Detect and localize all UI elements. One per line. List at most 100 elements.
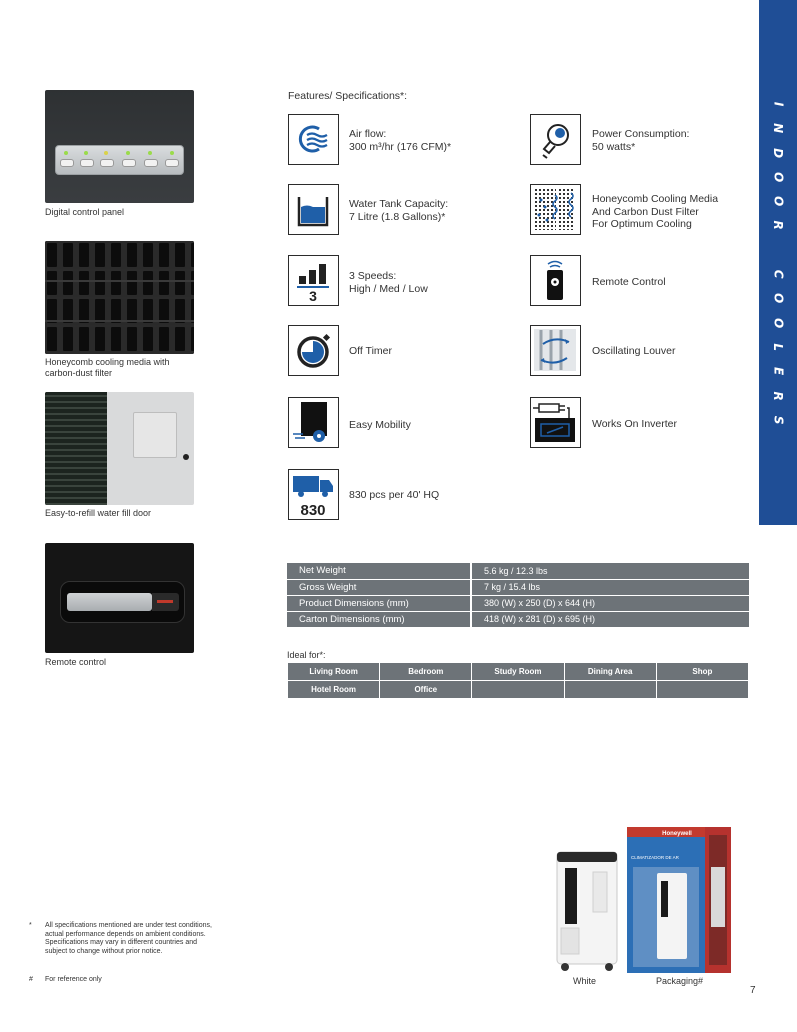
photo-caption: Easy-to-refill water fill door — [45, 508, 152, 518]
ideal-cell: Hotel Room — [286, 680, 381, 699]
spec-value: 7 kg / 15.4 lbs — [470, 579, 749, 596]
feature-line: Water Tank Capacity: — [349, 198, 449, 210]
feature-line: Honeycomb Cooling Media — [592, 193, 719, 205]
feature-line: Off Timer — [349, 345, 392, 357]
footnote-line: For reference only — [45, 976, 102, 983]
spec-value: 5.6 kg / 12.3 lbs — [470, 563, 749, 580]
ideal-cell: Office — [379, 680, 473, 699]
spec-value: 418 (W) x 281 (D) x 695 (H) — [470, 611, 749, 628]
band-letter: C — [771, 269, 786, 279]
table-row: Carton Dimensions (mm) 418 (W) x 281 (D)… — [287, 611, 749, 628]
footnote-reference: # For reference only — [29, 976, 102, 985]
feature-inverter: Works On Inverter — [592, 418, 677, 431]
water-door-photo — [45, 392, 194, 505]
band-letter: L — [771, 343, 786, 351]
footnote-line: actual performance depends on ambient co… — [45, 930, 206, 938]
air-flow-icon — [288, 114, 339, 165]
feature-louver: Oscillating Louver — [592, 345, 675, 358]
footnote-line: All specifications mentioned are under t… — [45, 922, 212, 929]
band-letter: O — [771, 171, 786, 183]
honeycomb-photo — [45, 241, 194, 354]
feature-speeds: 3 Speeds: High / Med / Low — [349, 270, 428, 295]
side-band — [759, 0, 797, 525]
feature-line: Oscillating Louver — [592, 345, 676, 357]
feature-mobility: Easy Mobility — [349, 419, 411, 432]
spec-label: Net Weight — [287, 563, 471, 580]
ideal-for-table: Living Room Bedroom Study Room Dining Ar… — [286, 662, 750, 699]
control-panel-photo — [45, 90, 194, 203]
packaging-caption: Packaging# — [656, 976, 704, 986]
features-title: Features/ Specifications*: — [288, 90, 408, 102]
box-title-text: CLIMATIZADOR DE AR — [631, 855, 680, 860]
table-row: Living Room Bedroom Study Room Dining Ar… — [286, 662, 750, 681]
feature-line: Remote Control — [592, 276, 666, 288]
band-letter: O — [771, 317, 786, 328]
speeds-icon-label: 3 — [309, 288, 317, 304]
table-row: Product Dimensions (mm) 380 (W) x 250 (D… — [287, 595, 749, 612]
band-letter: O — [771, 196, 786, 207]
ideal-cell: Study Room — [471, 662, 565, 681]
table-row: Hotel Room Office — [286, 680, 750, 699]
feature-line: 50 watts* — [592, 140, 636, 153]
feature-line: 830 pcs per 40' HQ — [349, 489, 440, 501]
louver-icon — [530, 325, 581, 376]
inverter-icon — [530, 397, 581, 448]
table-row: Gross Weight 7 kg / 15.4 lbs — [287, 579, 749, 596]
feature-line: 3 Speeds: — [349, 270, 397, 282]
ideal-cell: Living Room — [286, 662, 381, 681]
truck-icon-label: 830 — [300, 502, 325, 518]
spec-label: Product Dimensions (mm) — [287, 595, 471, 612]
feature-line: Works On Inverter — [592, 418, 677, 430]
table-row: Net Weight 5.6 kg / 12.3 lbs — [287, 563, 749, 580]
photo-caption: Digital control panel — [45, 207, 125, 217]
spec-label: Carton Dimensions (mm) — [287, 611, 471, 628]
speeds-icon: 3 — [288, 255, 339, 306]
band-letter: O — [771, 293, 786, 304]
feature-line: 7 Litre (1.8 Gallons)* — [349, 210, 446, 223]
feature-line: High / Med / Low — [349, 282, 428, 295]
feature-water-tank: Water Tank Capacity: 7 Litre (1.8 Gallon… — [349, 198, 448, 223]
feature-line: For Optimum Cooling — [592, 218, 692, 230]
remote-icon — [530, 255, 581, 306]
bulb-icon — [530, 114, 581, 165]
footnote-symbol: * — [29, 922, 32, 929]
honeycomb-icon — [530, 184, 581, 235]
ideal-cell — [655, 680, 750, 699]
caption-line: carbon-dust filter — [45, 368, 113, 378]
timer-icon — [288, 325, 339, 376]
photo-caption: Remote control — [45, 657, 107, 667]
band-letter: I — [771, 101, 786, 107]
mobility-icon — [288, 397, 339, 448]
feature-line: And Carbon Dust Filter — [592, 205, 699, 218]
page-number: 7 — [750, 985, 756, 996]
band-letter: R — [771, 221, 786, 231]
spec-value: 380 (W) x 250 (D) x 644 (H) — [470, 595, 749, 612]
ideal-cell — [471, 680, 565, 699]
footnote-specifications: * All specifications mentioned are under… — [29, 922, 212, 956]
box-brand-text: Honeywell — [662, 831, 692, 837]
band-letter: R — [771, 391, 786, 401]
cooler-white-image — [553, 846, 621, 974]
ideal-cell: Shop — [655, 662, 750, 681]
feature-timer: Off Timer — [349, 345, 392, 358]
feature-air-flow: Air flow: 300 m³/hr (176 CFM)* — [349, 128, 451, 153]
feature-line: Easy Mobility — [349, 419, 411, 431]
photo-caption: Honeycomb cooling media with carbon-dust… — [45, 357, 205, 379]
band-letter: E — [771, 367, 786, 376]
remote-photo — [45, 543, 194, 653]
feature-remote: Remote Control — [592, 276, 666, 289]
feature-line: Air flow: — [349, 128, 387, 140]
footnote-symbol: # — [29, 976, 33, 983]
footnote-line: subject to change without prior notice. — [45, 947, 163, 955]
ideal-for-label: Ideal for*: — [287, 650, 326, 660]
feature-line: Power Consumption: — [592, 128, 690, 140]
feature-power: Power Consumption: 50 watts* — [592, 128, 689, 153]
caption-line: Honeycomb cooling media with — [45, 357, 170, 367]
feature-line: 300 m³/hr (176 CFM)* — [349, 140, 452, 153]
ideal-cell: Bedroom — [379, 662, 473, 681]
packaging-image: Honeywell CLIMATIZADOR DE AR — [627, 827, 731, 973]
side-band-title: I N D O O R C O O L E R S — [768, 92, 788, 432]
ideal-cell — [563, 680, 657, 699]
band-letter: S — [771, 415, 786, 425]
feature-honeycomb: Honeycomb Cooling Media And Carbon Dust … — [592, 193, 718, 231]
